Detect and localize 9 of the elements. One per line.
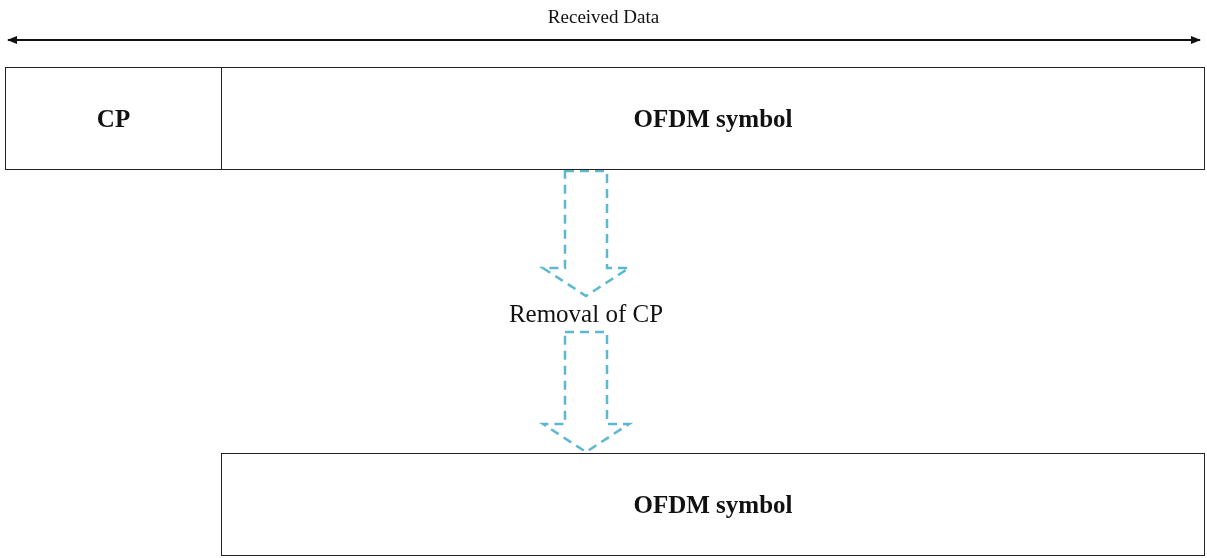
segment-label: OFDM symbol	[633, 104, 793, 133]
ofdm-symbol-segment	[221, 67, 1205, 170]
dimension-label: Received Data	[547, 6, 660, 27]
block-arrow	[538, 330, 634, 454]
process-label: Removal of CP	[508, 300, 664, 328]
segment-label: CP	[96, 104, 131, 133]
segment-label: OFDM symbol	[633, 490, 793, 519]
ofdm-symbol-segment	[221, 453, 1205, 556]
cp-segment	[5, 67, 222, 170]
